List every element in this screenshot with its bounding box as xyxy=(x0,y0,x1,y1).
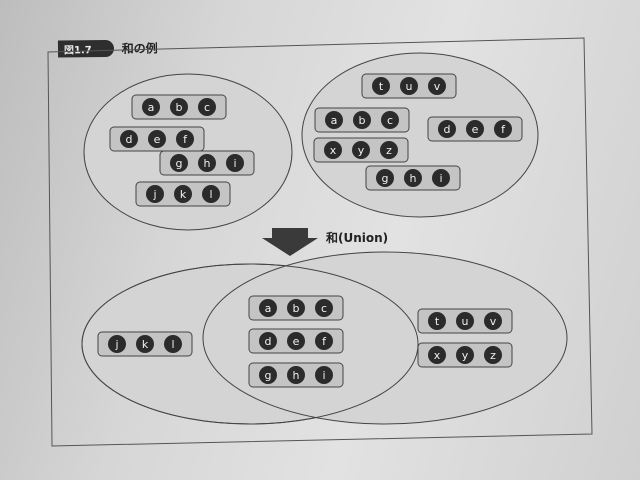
element-circle xyxy=(202,185,220,203)
element-letter: l xyxy=(209,188,212,201)
element-circle xyxy=(432,169,450,187)
element-letter: i xyxy=(233,157,236,170)
element-letter: h xyxy=(410,172,417,185)
element-letter: i xyxy=(439,172,442,185)
element-circle xyxy=(352,141,370,159)
element-letter: z xyxy=(490,349,496,362)
element-circle xyxy=(456,346,474,364)
element-letter: a xyxy=(331,114,338,127)
element-circle xyxy=(428,346,446,364)
element-circle xyxy=(142,98,160,116)
element-circle xyxy=(287,299,305,317)
element-letter: j xyxy=(152,188,156,201)
element-circle xyxy=(466,120,484,138)
element-circle xyxy=(146,185,164,203)
element-circle xyxy=(226,154,244,172)
union-left-outline xyxy=(81,263,419,425)
element-letter: b xyxy=(293,302,300,315)
element-circle xyxy=(120,130,138,148)
element-circle xyxy=(259,366,277,384)
element-circle xyxy=(148,130,166,148)
element-letter: h xyxy=(204,157,211,170)
element-letter: t xyxy=(379,80,384,93)
element-letter: b xyxy=(359,114,366,127)
element-circle xyxy=(170,98,188,116)
element-letter: f xyxy=(183,133,188,146)
element-letter: k xyxy=(180,188,187,201)
element-letter: l xyxy=(171,338,174,351)
element-circle xyxy=(456,312,474,330)
element-letter: u xyxy=(406,80,413,93)
element-circle xyxy=(372,77,390,95)
element-letter: x xyxy=(330,144,337,157)
element-letter: e xyxy=(293,335,300,348)
element-circle xyxy=(198,154,216,172)
element-letter: f xyxy=(501,123,506,136)
element-letter: g xyxy=(265,369,272,382)
set-b-ellipse xyxy=(301,52,539,218)
element-letter: z xyxy=(386,144,392,157)
element-letter: c xyxy=(321,302,327,315)
element-circle xyxy=(315,332,333,350)
element-letter: g xyxy=(382,172,389,185)
element-letter: e xyxy=(472,123,479,136)
element-letter: y xyxy=(462,349,469,362)
element-circle xyxy=(428,77,446,95)
element-letter: d xyxy=(444,123,451,136)
element-letter: h xyxy=(293,369,300,382)
element-circle xyxy=(428,312,446,330)
element-circle xyxy=(198,98,216,116)
element-circle xyxy=(324,141,342,159)
element-circle xyxy=(108,335,126,353)
element-letter: k xyxy=(142,338,149,351)
element-circle xyxy=(484,346,502,364)
element-circle xyxy=(494,120,512,138)
element-circle xyxy=(325,111,343,129)
element-letter: v xyxy=(434,80,441,93)
element-letter: a xyxy=(148,101,155,114)
element-letter: d xyxy=(126,133,133,146)
figure-frame xyxy=(47,37,593,447)
element-letter: u xyxy=(462,315,469,328)
element-letter: y xyxy=(358,144,365,157)
element-circle xyxy=(174,185,192,203)
element-circle xyxy=(164,335,182,353)
element-circle xyxy=(484,312,502,330)
element-circle xyxy=(315,299,333,317)
element-letter: v xyxy=(490,315,497,328)
element-circle xyxy=(404,169,422,187)
element-letter: b xyxy=(176,101,183,114)
element-letter: c xyxy=(387,114,393,127)
element-circle xyxy=(259,299,277,317)
element-circle xyxy=(287,332,305,350)
element-circle xyxy=(315,366,333,384)
element-letter: e xyxy=(154,133,161,146)
element-circle xyxy=(170,154,188,172)
element-circle xyxy=(136,335,154,353)
element-letter: g xyxy=(176,157,183,170)
element-circle xyxy=(400,77,418,95)
element-letter: x xyxy=(434,349,441,362)
element-circle xyxy=(438,120,456,138)
down-arrow-icon xyxy=(262,228,318,256)
element-letter: c xyxy=(204,101,210,114)
element-letter: a xyxy=(265,302,272,315)
element-letter: i xyxy=(322,369,325,382)
element-letter: f xyxy=(322,335,327,348)
element-circle xyxy=(176,130,194,148)
element-circle xyxy=(287,366,305,384)
element-letter: j xyxy=(114,338,118,351)
element-circle xyxy=(380,141,398,159)
element-letter: d xyxy=(265,335,272,348)
element-circle xyxy=(353,111,371,129)
element-circle xyxy=(259,332,277,350)
union-arrow-label: 和(Union) xyxy=(326,231,389,245)
element-letter: t xyxy=(435,315,440,328)
element-circle xyxy=(381,111,399,129)
element-circle xyxy=(376,169,394,187)
